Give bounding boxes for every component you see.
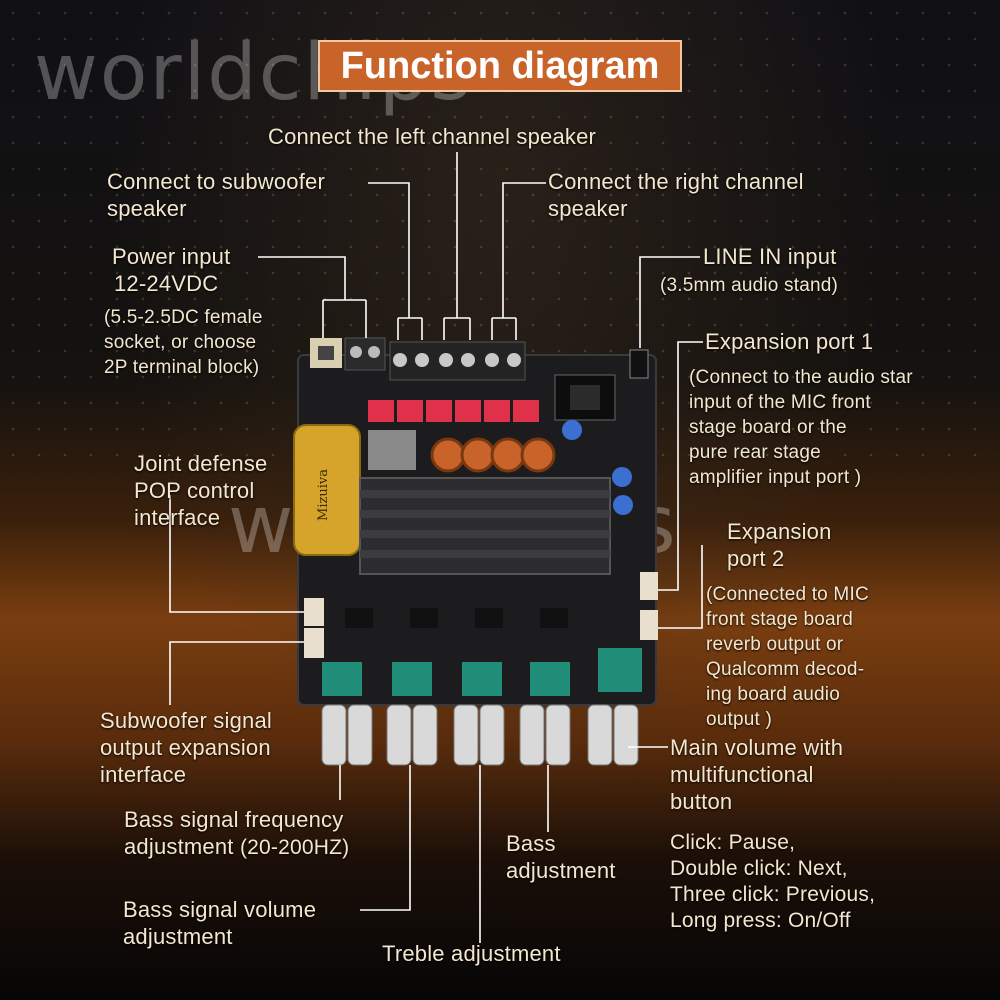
blue-capacitor [613,495,633,515]
leader-subwoofer [368,182,423,340]
power-jack [310,338,342,368]
red-film-capacitors [368,400,539,422]
op-amp-chips [345,608,568,628]
leader-right-channel [491,182,546,340]
leader-pop [169,495,304,613]
leader-expansion-port-1 [658,341,703,591]
label-treble: Treble adjustment [382,941,561,966]
knobs [321,704,639,766]
line-in-jack [629,349,649,379]
blue-capacitor [562,420,582,440]
label-button-functions: Click: Pause,Double click: Next,Three cl… [670,831,876,932]
label-line-in-note: (3.5mm audio stand) [660,275,839,296]
blue-capacitor [612,467,632,487]
pop-connector [304,598,324,626]
speaker-terminals [389,341,526,381]
power-terminal [344,337,386,371]
heatsink [359,477,611,575]
inductors [430,437,556,473]
leader-bass-volume [360,765,411,911]
bluetooth-module [554,374,616,421]
leader-power [258,256,367,338]
label-left-channel: Connect the left channel speaker [268,124,597,149]
expansion-port-2-connector [640,610,658,640]
page-title: Function diagram [318,40,682,92]
sub-out-connector [304,628,324,658]
leader-left-channel [443,152,471,340]
leader-line-in [639,256,700,348]
leader-expansion-port-2 [658,545,703,629]
label-expansion-port-1: Expansion port 1 [705,329,874,354]
label-bass-frequency: Bass signal frequency adjustment (20-200… [124,807,350,859]
label-line-in: LINE IN input [703,244,837,269]
potentiometers [322,648,642,696]
transformer [368,430,416,470]
expansion-port-1-connector [640,572,658,600]
svg-text:Mizuiva: Mizuiva [316,469,331,521]
leader-sub-out [169,641,304,705]
